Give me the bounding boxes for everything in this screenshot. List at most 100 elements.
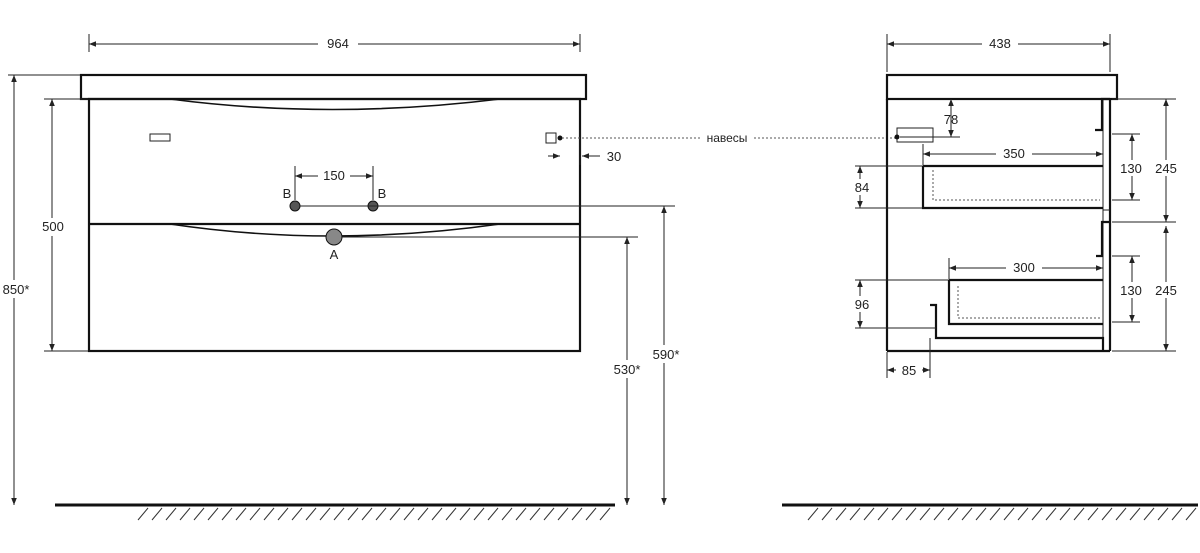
- floor-hatch-stroke: [277, 507, 289, 521]
- floor-hatch-stroke: [417, 507, 429, 521]
- lower-drawer-lip: [1096, 220, 1110, 258]
- floor-hatch-stroke: [487, 507, 499, 521]
- floor-hatch-stroke: [975, 507, 987, 521]
- hangers-label: навесы: [707, 131, 748, 145]
- floor-hatch-stroke: [1017, 507, 1029, 521]
- dim-upper-drawer-depth-text: 350: [1003, 146, 1025, 161]
- floor-hatch-stroke: [933, 507, 945, 521]
- dim-lower-drawer-height-text: 130: [1120, 283, 1142, 298]
- label-a: A: [330, 247, 339, 262]
- floor-hatch-stroke: [891, 507, 903, 521]
- dim-upper-section-text: 245: [1155, 161, 1177, 176]
- floor-hatch-stroke: [989, 507, 1001, 521]
- floor-hatch-stroke: [557, 507, 569, 521]
- floor-hatch-stroke: [137, 507, 149, 521]
- floor-hatch-stroke: [1003, 507, 1015, 521]
- floor-hatch-stroke: [347, 507, 359, 521]
- dim-drain-height-text: 530*: [614, 362, 641, 377]
- floor-hatch-stroke: [291, 507, 303, 521]
- upper-handle-curve: [169, 98, 501, 111]
- side-view: 438 78 350 84 130 245 300: [782, 34, 1198, 521]
- floor-hatch-stroke: [235, 507, 247, 521]
- floor-hatch-stroke: [515, 507, 527, 521]
- floor-hatch-stroke: [403, 507, 415, 521]
- drain-a: [325, 228, 343, 246]
- floor-hatch-stroke: [1157, 507, 1169, 521]
- floor-hatch-stroke: [319, 507, 331, 521]
- side-hanger-icon: [896, 127, 934, 143]
- dim-depth-text: 438: [989, 36, 1011, 51]
- dim-lower-section-text: 245: [1155, 283, 1177, 298]
- floor-hatch-stroke: [849, 507, 861, 521]
- floor-hatch-stroke: [807, 507, 819, 521]
- dim-body-height-text: 500: [42, 219, 64, 234]
- floor-hatch-stroke: [529, 507, 541, 521]
- floor-hatch-stroke: [835, 507, 847, 521]
- floor-hatch-stroke: [585, 507, 597, 521]
- label-b-left: B: [283, 186, 292, 201]
- side-floor-hatch: [807, 507, 1197, 521]
- floor-hatch-stroke: [431, 507, 443, 521]
- floor-hatch-stroke: [361, 507, 373, 521]
- floor-hatch-stroke: [333, 507, 345, 521]
- floor-hatch-stroke: [1171, 507, 1183, 521]
- plumbing-cutout: [930, 303, 1105, 351]
- front-floor-hatch: [137, 507, 611, 521]
- floor-hatch-stroke: [1129, 507, 1141, 521]
- floor-hatch-stroke: [821, 507, 833, 521]
- floor-hatch-stroke: [193, 507, 205, 521]
- upper-drawer-box: [921, 164, 1103, 210]
- dim-inlet-height-text: 590*: [653, 347, 680, 362]
- dim-upper-gap-text: 84: [855, 180, 869, 195]
- floor-hatch-stroke: [1031, 507, 1043, 521]
- floor-hatch-stroke: [877, 507, 889, 521]
- floor-hatch-stroke: [1185, 507, 1197, 521]
- floor-hatch-stroke: [1115, 507, 1127, 521]
- floor-hatch-stroke: [1087, 507, 1099, 521]
- floor-hatch-stroke: [151, 507, 163, 521]
- side-countertop: [885, 73, 1119, 101]
- dim-lower-drawer-depth-text: 300: [1013, 260, 1035, 275]
- floor-hatch-stroke: [599, 507, 611, 521]
- floor-hatch-stroke: [221, 507, 233, 521]
- floor-hatch-stroke: [459, 507, 471, 521]
- floor-hatch-stroke: [179, 507, 191, 521]
- hole-b-left: [289, 200, 301, 212]
- floor-hatch-stroke: [571, 507, 583, 521]
- floor-hatch-stroke: [919, 507, 931, 521]
- lower-drawer-box: [947, 278, 1103, 326]
- floor-hatch-stroke: [501, 507, 513, 521]
- floor-hatch-stroke: [961, 507, 973, 521]
- floor-hatch-stroke: [863, 507, 875, 521]
- dim-hanger-height-text: 78: [944, 112, 958, 127]
- front-view: 964 850* 500 150 B B A 30 590*: [0, 34, 686, 521]
- floor-hatch-stroke: [375, 507, 387, 521]
- dim-hanger-offset-text: 30: [607, 149, 621, 164]
- floor-hatch-stroke: [263, 507, 275, 521]
- floor-hatch-stroke: [1101, 507, 1113, 521]
- floor-hatch-stroke: [1073, 507, 1085, 521]
- upper-drawer-lip: [1095, 97, 1110, 132]
- floor-hatch-stroke: [543, 507, 555, 521]
- left-hanger-icon: [149, 133, 171, 142]
- floor-hatch-stroke: [305, 507, 317, 521]
- right-hanger-dot: [557, 135, 563, 141]
- dim-hole-spacing-text: 150: [323, 168, 345, 183]
- label-b-right: B: [378, 186, 387, 201]
- dim-width-text: 964: [327, 36, 349, 51]
- lower-drawer-inner: [957, 286, 1100, 319]
- floor-hatch-stroke: [165, 507, 177, 521]
- right-hanger-icon: [545, 132, 557, 144]
- floor-hatch-stroke: [905, 507, 917, 521]
- dim-lower-gap-text: 96: [855, 297, 869, 312]
- dim-cutout-width-text: 85: [902, 363, 916, 378]
- floor-hatch-stroke: [1045, 507, 1057, 521]
- dim-total-height-text: 850*: [3, 282, 30, 297]
- floor-hatch-stroke: [249, 507, 261, 521]
- upper-drawer-inner: [932, 170, 1100, 201]
- front-countertop: [79, 73, 588, 101]
- floor-hatch-stroke: [947, 507, 959, 521]
- floor-hatch-stroke: [1059, 507, 1071, 521]
- floor-hatch-stroke: [445, 507, 457, 521]
